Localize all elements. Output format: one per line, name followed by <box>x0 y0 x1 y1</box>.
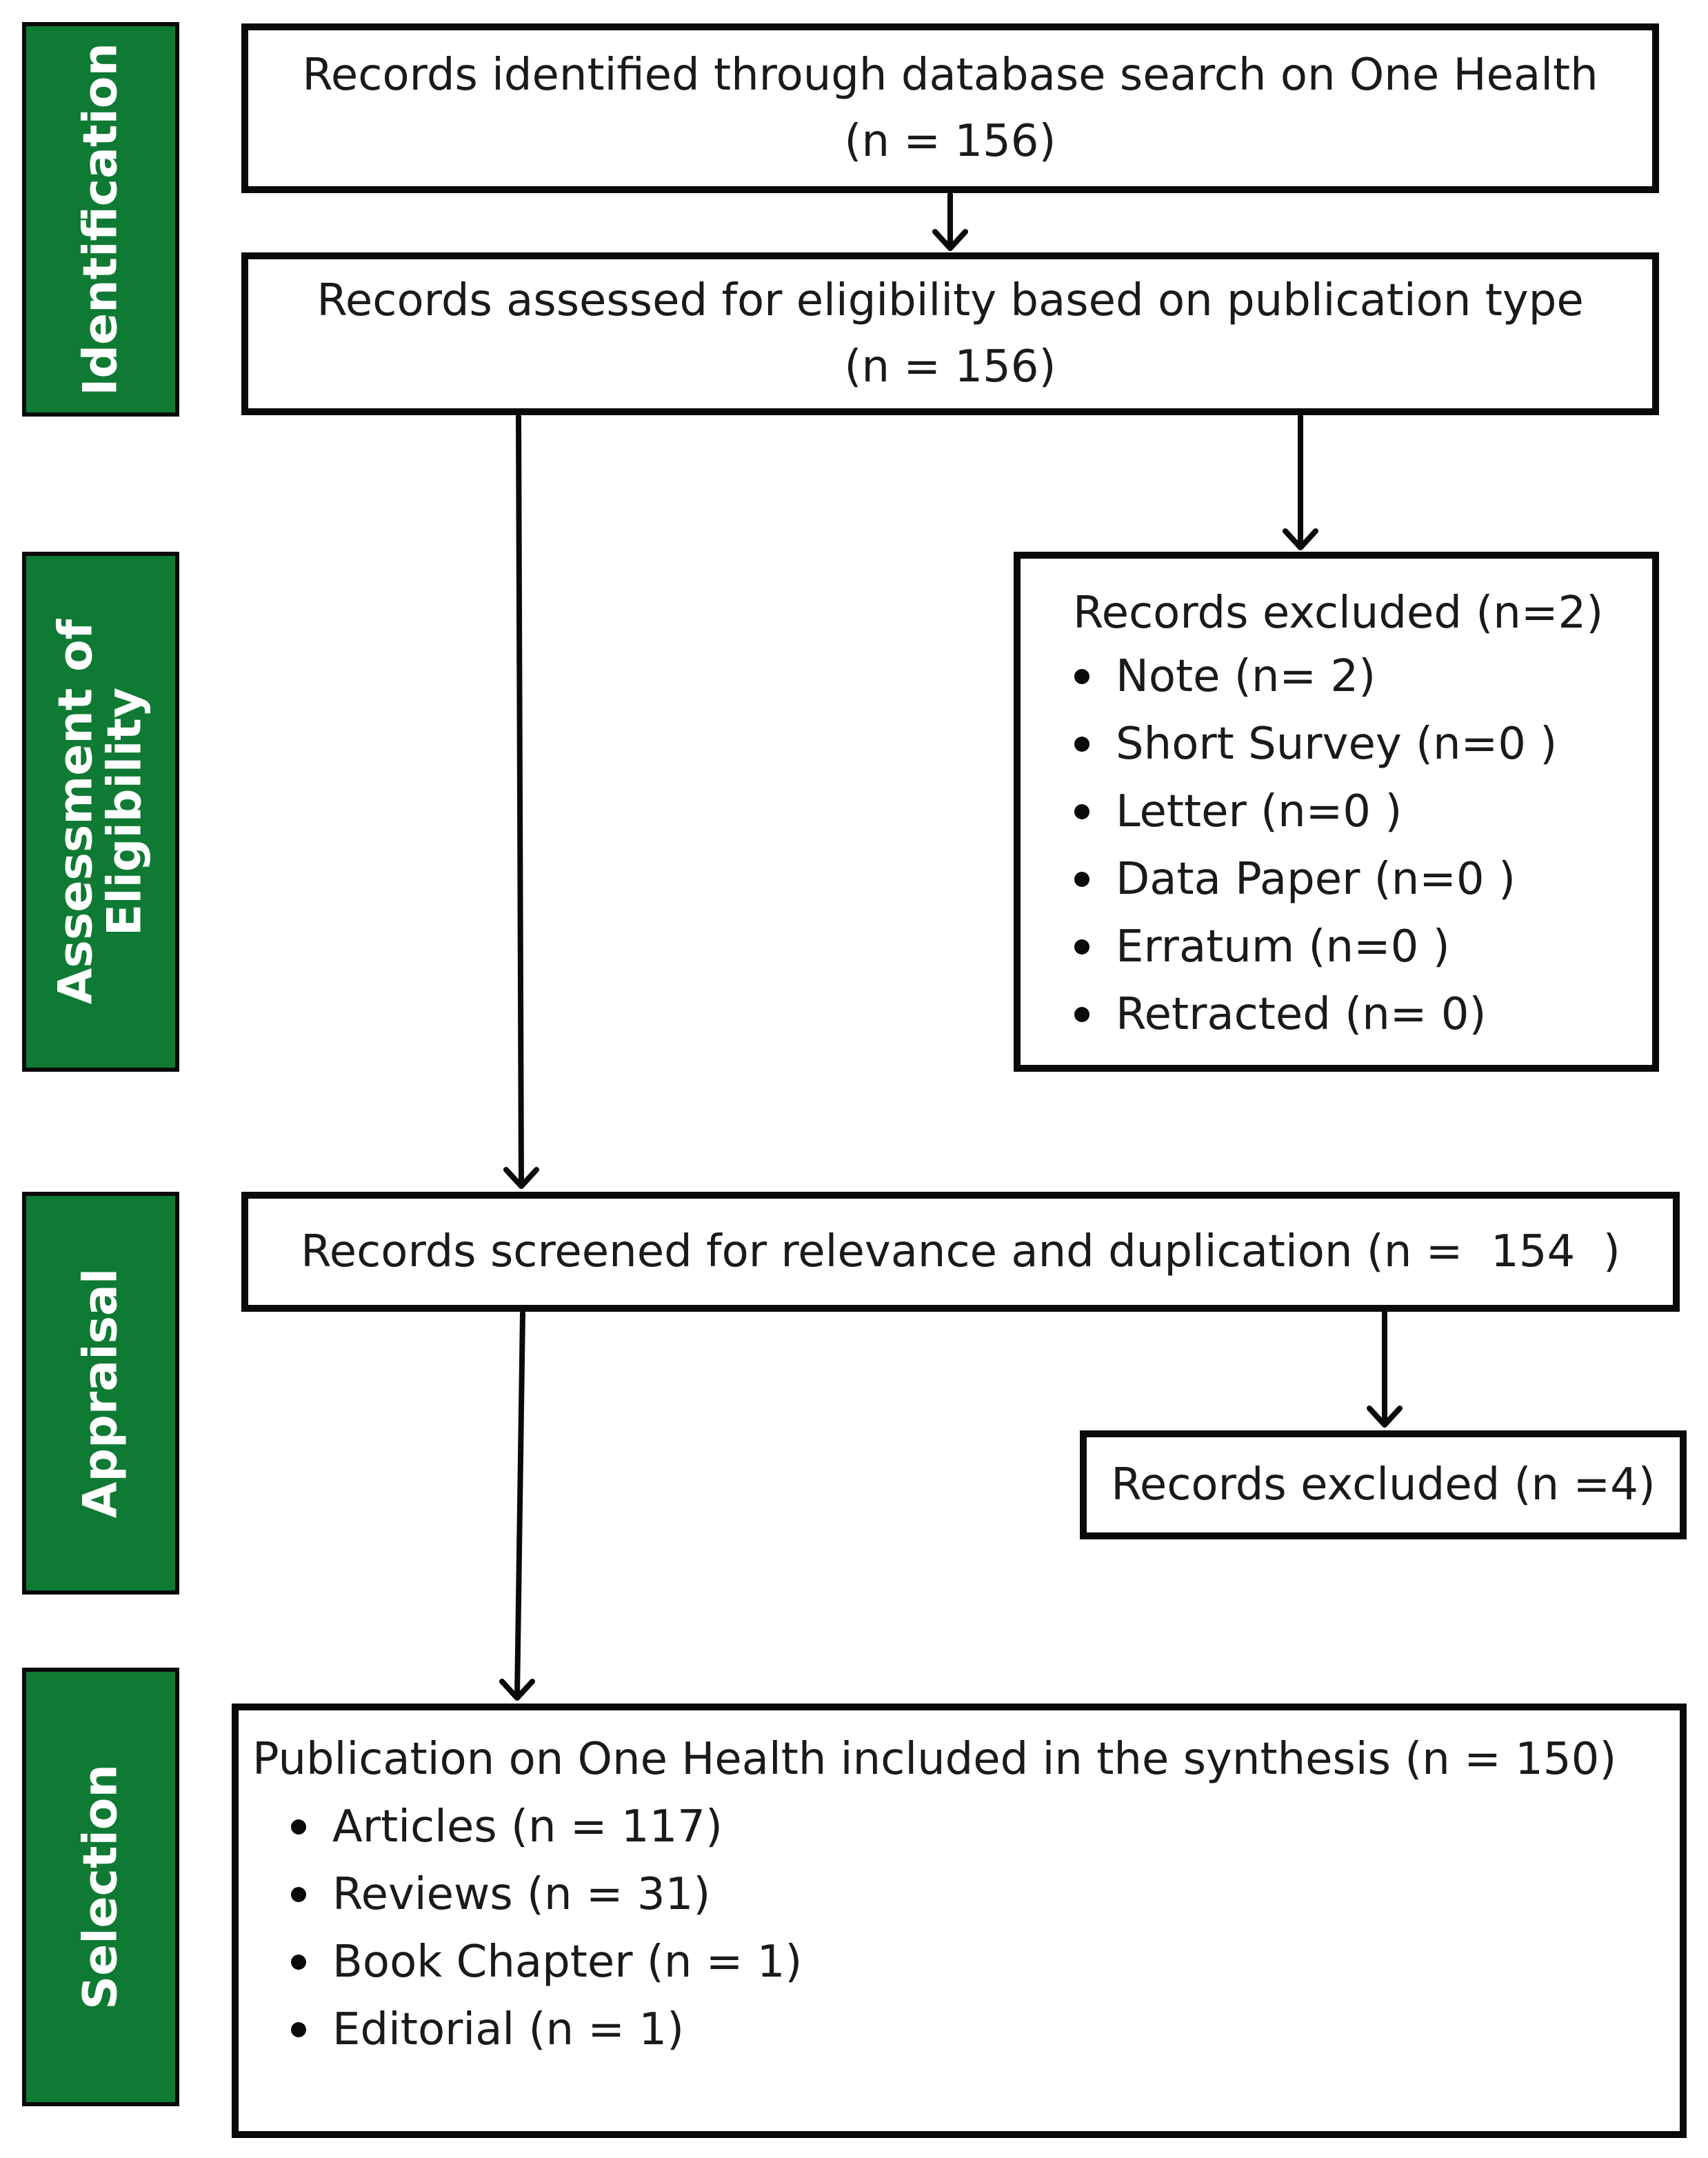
bullet-icon <box>291 1955 306 1970</box>
bullet-icon <box>1074 1007 1089 1022</box>
stage-identification-label: Identification <box>73 43 128 396</box>
stage-eligibility-label-line-2: Eligibility <box>98 687 152 937</box>
stage-appraisal: Appraisal <box>22 1192 179 1595</box>
arrowhead-identified-to-assessed <box>932 229 968 251</box>
list-item: Letter (n=0 ) <box>1074 778 1652 846</box>
bullet-icon <box>1074 804 1089 819</box>
arrowhead-screened-to-included <box>499 1679 535 1701</box>
stage-eligibility: Assessment of Eligibility <box>22 552 179 1072</box>
list-item-label: Short Survey (n=0 ) <box>1116 719 1558 770</box>
list-item-label: Articles (n = 117) <box>332 1801 723 1852</box>
records-excluded-appraisal-box: Records excluded (n =4) <box>1080 1430 1687 1539</box>
arrowhead-screened-to-excluded <box>1367 1406 1403 1428</box>
list-item-label: Book Chapter (n = 1) <box>332 1937 803 1988</box>
records-assessed-count: (n = 156) <box>844 341 1056 392</box>
arrowhead-assessed-to-screened <box>503 1167 539 1189</box>
stage-selection-label-line: Selection <box>73 1764 128 2010</box>
list-item-label: Reviews (n = 31) <box>332 1869 711 1920</box>
list-item-label: Letter (n=0 ) <box>1116 786 1403 837</box>
arrowhead-assessed-to-excluded <box>1283 528 1318 550</box>
publications-included-title: Publication on One Health included in th… <box>252 1734 1617 1785</box>
records-screened-box: Records screened for relevance and dupli… <box>241 1192 1680 1312</box>
stage-eligibility-label: Assessment of Eligibility <box>48 619 152 1005</box>
list-item: Note (n= 2) <box>1074 643 1652 710</box>
arrow-screened-to-included <box>514 1310 525 1699</box>
list-item-label: Retracted (n= 0) <box>1116 989 1487 1040</box>
bullet-icon <box>291 1887 306 1902</box>
records-identified-text: Records identified through database sear… <box>302 50 1598 101</box>
list-item: Erratum (n=0 ) <box>1074 913 1652 981</box>
records-excluded-eligibility-title: Records excluded (n=2) <box>1073 588 1604 639</box>
bullet-icon <box>1074 669 1089 684</box>
bullet-icon <box>291 1819 306 1835</box>
exclusion-list: Note (n= 2) Short Survey (n=0 ) Letter (… <box>1074 643 1652 1048</box>
list-item-label: Data Paper (n=0 ) <box>1116 854 1516 905</box>
included-list: Articles (n = 117) Reviews (n = 31) Book… <box>291 1793 1680 2064</box>
records-screened-text: Records screened for relevance and dupli… <box>301 1226 1620 1277</box>
records-excluded-eligibility-box: Records excluded (n=2) Note (n= 2) Short… <box>1014 552 1659 1072</box>
list-item: Articles (n = 117) <box>291 1793 1680 1861</box>
stage-eligibility-label-line-1: Assessment of <box>48 619 103 1005</box>
bullet-icon <box>1074 939 1089 955</box>
records-assessed-box: Records assessed for eligibility based o… <box>241 252 1659 415</box>
bullet-icon <box>1074 872 1089 887</box>
list-item: Short Survey (n=0 ) <box>1074 710 1652 778</box>
records-assessed-text: Records assessed for eligibility based o… <box>317 275 1584 326</box>
list-item: Book Chapter (n = 1) <box>291 1928 1680 1996</box>
stage-selection-label: Selection <box>73 1764 128 2010</box>
publications-included-box: Publication on One Health included in th… <box>232 1704 1687 2138</box>
stage-appraisal-label-line: Appraisal <box>73 1268 128 1519</box>
arrow-assessed-to-screened <box>516 414 524 1188</box>
stage-appraisal-label: Appraisal <box>73 1268 128 1519</box>
records-identified-count: (n = 156) <box>844 116 1056 167</box>
stage-selection: Selection <box>22 1668 179 2106</box>
list-item: Data Paper (n=0 ) <box>1074 846 1652 913</box>
list-item: Retracted (n= 0) <box>1074 981 1652 1048</box>
records-excluded-appraisal-text: Records excluded (n =4) <box>1111 1459 1656 1510</box>
list-item-label: Editorial (n = 1) <box>332 2004 685 2055</box>
list-item-label: Note (n= 2) <box>1116 651 1376 702</box>
records-identified-box: Records identified through database sear… <box>241 23 1659 193</box>
list-item-label: Erratum (n=0 ) <box>1116 921 1450 972</box>
stage-identification-label-line: Identification <box>73 43 128 396</box>
bullet-icon <box>1074 737 1089 752</box>
bullet-icon <box>291 2022 306 2037</box>
list-item: Editorial (n = 1) <box>291 1996 1680 2064</box>
stage-identification: Identification <box>22 22 179 417</box>
list-item: Reviews (n = 31) <box>291 1861 1680 1928</box>
